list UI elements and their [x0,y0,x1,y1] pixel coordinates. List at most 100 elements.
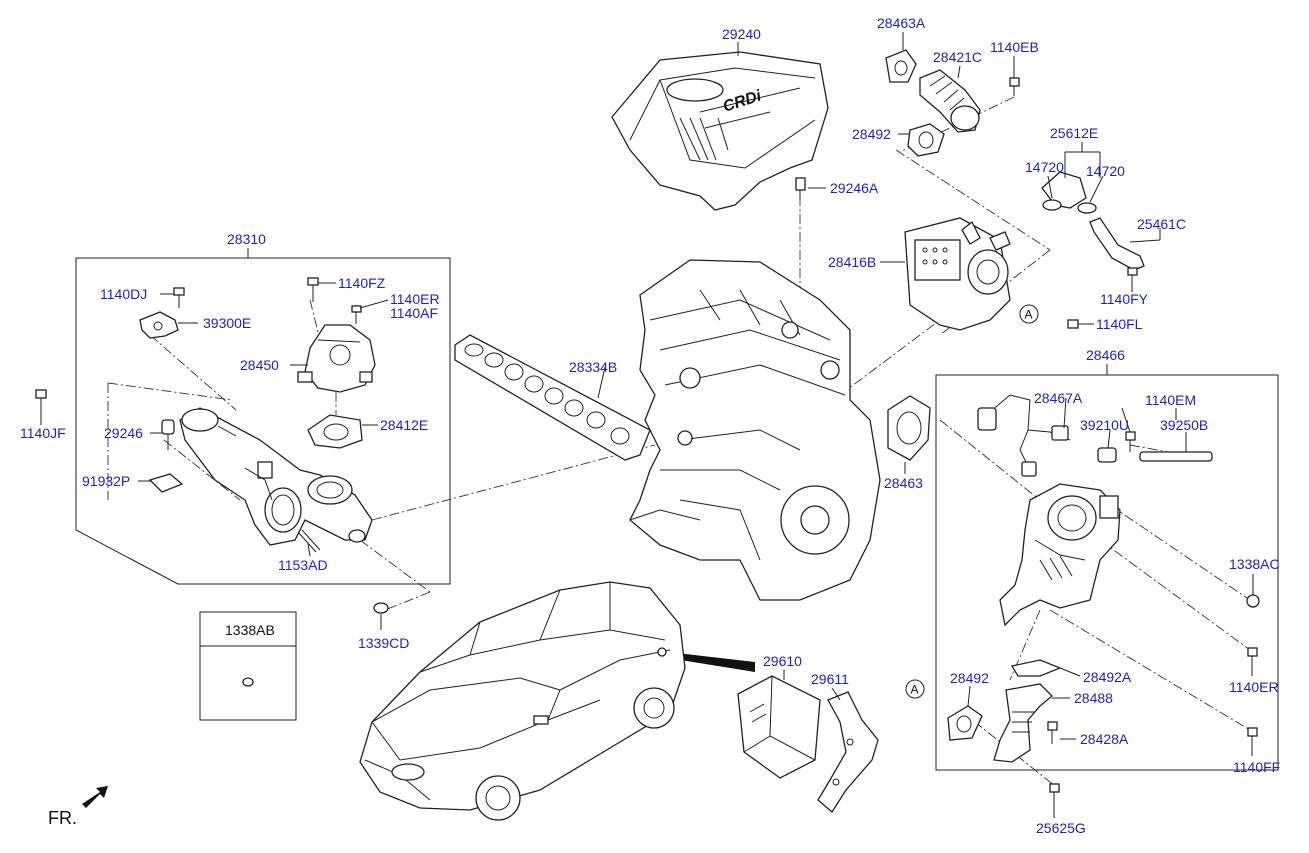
manifold-gasket-28334b[interactable] [454,334,651,461]
egr-cooler-28416b[interactable] [904,217,1011,331]
label-28310[interactable]: 28310 [227,231,266,247]
label-28334b[interactable]: 28334B [569,359,617,375]
label-1338ac[interactable]: 1338AC [1229,556,1280,572]
label-28492-bottom[interactable]: 28492 [950,670,989,686]
label-28450[interactable]: 28450 [240,357,279,373]
label-39250b[interactable]: 39250B [1160,417,1208,433]
sensor-39300e[interactable] [139,311,179,339]
gasket-28463a[interactable] [885,49,917,83]
pipe-25461c[interactable] [1089,217,1145,271]
sensor-29246a[interactable] [795,177,806,200]
label-1140dj[interactable]: 1140DJ [100,286,147,302]
label-29611[interactable]: 29611 [811,671,849,687]
label-25625g[interactable]: 25625G [1036,820,1086,836]
gasket-28492-bottom[interactable] [947,705,983,741]
label-28412e[interactable]: 28412E [380,417,428,433]
label-28416b[interactable]: 28416B [828,254,876,270]
label-29246a[interactable]: 29246A [830,180,879,196]
harness-28467a[interactable] [977,394,1071,477]
callout-arrow [668,652,755,672]
label-91932p[interactable]: 91932P [82,473,130,489]
tube-39250b[interactable] [1139,451,1213,462]
label-29240[interactable]: 29240 [722,26,761,42]
label-1140ff[interactable]: 1140FF [1233,759,1280,775]
label-1140fy[interactable]: 1140FY [1100,291,1149,307]
label-28428a[interactable]: 28428A [1080,731,1129,747]
front-direction-arrow-icon [82,786,108,808]
label-1140jf[interactable]: 1140JF [20,425,66,441]
hose-25612e[interactable] [1041,171,1097,214]
label-14720-b[interactable]: 14720 [1086,163,1125,179]
bolt-1140jf[interactable] [35,389,47,415]
actuator-28450[interactable] [297,324,376,393]
label-25612e[interactable]: 25612E [1050,125,1098,141]
label-1140er-right[interactable]: 1140ER [1229,679,1279,695]
label-39210u[interactable]: 39210U [1080,417,1129,433]
label-28467a[interactable]: 28467A [1034,390,1083,406]
bolt-1140er-right[interactable] [1247,647,1258,666]
label-1140eb[interactable]: 1140EB [990,39,1039,55]
assembly-box-28466 [935,364,1279,771]
gasket-28463[interactable] [887,395,931,461]
pipe-28488[interactable] [993,683,1053,763]
engine-cover-29240[interactable]: CRDi [611,51,829,211]
dashed-leaders [107,96,1251,791]
ref-circle-a-2-text: A [911,683,919,697]
egr-valve-body[interactable] [999,483,1121,627]
nut-1339cd[interactable] [373,602,389,614]
label-1140em[interactable]: 1140EM [1145,392,1196,408]
ecu-29610[interactable] [737,675,821,779]
label-1153ad[interactable]: 1153AD [278,557,328,573]
label-1140af[interactable]: 1140AF [390,305,438,321]
bolt-1140fz[interactable] [307,277,319,302]
gasket-28492a[interactable] [1010,659,1062,677]
bolt-1140er-1140af[interactable] [351,305,362,324]
assembly-box-28310 [75,248,451,585]
label-14720-a[interactable]: 14720 [1025,159,1064,175]
bolt-1140ff[interactable] [1247,727,1258,746]
label-39300e[interactable]: 39300E [203,315,251,331]
bolt-1140fy[interactable] [1127,267,1138,285]
nut-1338ac[interactable] [1246,594,1260,608]
label-28466[interactable]: 28466 [1086,347,1125,363]
plug-1153ad[interactable] [297,529,321,553]
label-25461c[interactable]: 25461C [1137,216,1186,232]
label-28492a[interactable]: 28492A [1083,669,1132,685]
label-28421c[interactable]: 28421C [933,49,982,65]
label-28463a[interactable]: 28463A [877,15,926,31]
label-1338ab[interactable]: 1338AB [225,622,275,638]
gasket-28492-top[interactable] [907,123,945,157]
bracket-29611[interactable] [817,691,879,813]
bolt-1140eb[interactable] [1009,77,1020,96]
label-1339cd[interactable]: 1339CD [358,635,409,651]
label-1140fl[interactable]: 1140FL [1096,316,1143,332]
bolt-25625g[interactable] [1049,783,1060,806]
ref-circle-a-1: A [1019,304,1039,324]
screw-1140em[interactable] [1125,431,1136,452]
sensor-29246[interactable] [161,419,175,450]
part-box-1338ab[interactable] [199,611,297,721]
clip-91932p[interactable] [148,473,184,493]
label-28463[interactable]: 28463 [884,475,923,491]
flex-pipe-28421c[interactable] [919,69,981,133]
part-labels: 29240 28463A 28421C 1140EB 28492 25612E … [20,15,1280,836]
bolt-1140fl[interactable] [1067,319,1090,329]
intake-pipe-assembly[interactable] [179,407,373,546]
engine-block [629,259,881,601]
label-28492-top[interactable]: 28492 [852,126,891,142]
ref-circle-a-2: A [905,679,925,699]
label-1140fz[interactable]: 1140FZ [338,275,386,291]
bolt-1140dj[interactable] [173,287,185,308]
front-label: FR. [48,808,77,828]
front-direction-marker: FR. [48,786,108,828]
ref-circle-a-1-text: A [1025,308,1033,322]
gasket-28412e[interactable] [307,414,363,449]
label-28488[interactable]: 28488 [1074,690,1113,706]
label-29610[interactable]: 29610 [763,653,802,669]
label-1140er-left[interactable]: 1140ER [390,291,440,307]
sensor-39210u[interactable] [1097,447,1117,463]
label-29246[interactable]: 29246 [104,425,143,441]
bolt-28428a[interactable] [1047,721,1058,744]
